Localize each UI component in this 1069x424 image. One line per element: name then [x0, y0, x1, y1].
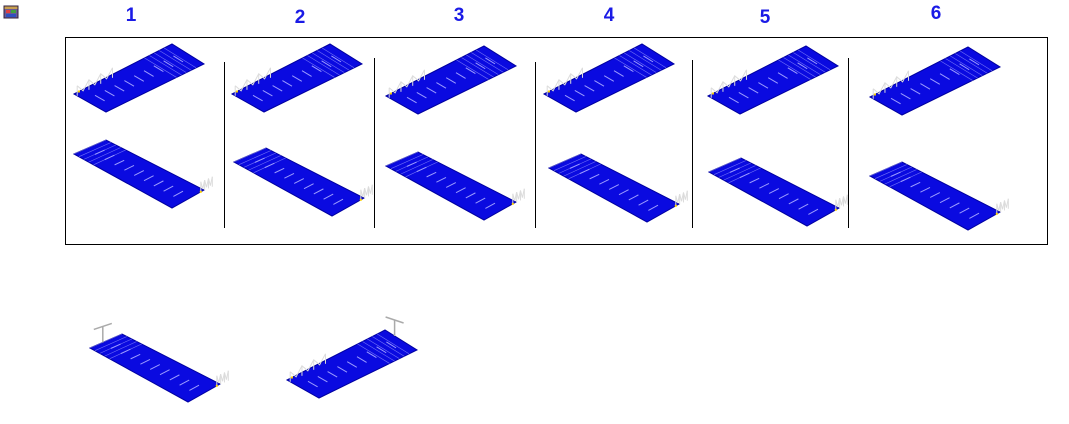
- column-divider: [692, 60, 693, 228]
- column-label-5: 5: [759, 7, 771, 28]
- platform-tile[interactable]: [384, 44, 519, 116]
- platform-tile[interactable]: [232, 146, 373, 218]
- tile-panel: [65, 37, 1048, 245]
- column-label-1: 1: [125, 5, 137, 26]
- platform-tile[interactable]: [706, 44, 841, 116]
- platform-tile[interactable]: [384, 150, 525, 222]
- platform-tile[interactable]: [707, 156, 848, 228]
- column-label-4: 4: [603, 5, 615, 26]
- platform-tile[interactable]: [542, 42, 677, 114]
- platform-tile[interactable]: [230, 42, 365, 114]
- column-divider: [848, 58, 849, 228]
- column-divider: [224, 62, 225, 228]
- platform-tile[interactable]: [72, 138, 213, 210]
- column-label-2: 2: [294, 7, 306, 28]
- app-icon: [3, 5, 19, 19]
- platform-tile[interactable]: [868, 160, 1009, 232]
- column-label-3: 3: [453, 5, 465, 26]
- platform-tile-with-post[interactable]: [285, 316, 425, 399]
- platform-tile[interactable]: [547, 152, 688, 224]
- platform-tile-with-post[interactable]: [88, 322, 229, 403]
- column-divider: [535, 62, 536, 228]
- platform-tile[interactable]: [868, 45, 1003, 117]
- column-label-6: 6: [930, 3, 942, 24]
- column-divider: [374, 58, 375, 228]
- platform-tile[interactable]: [72, 42, 207, 114]
